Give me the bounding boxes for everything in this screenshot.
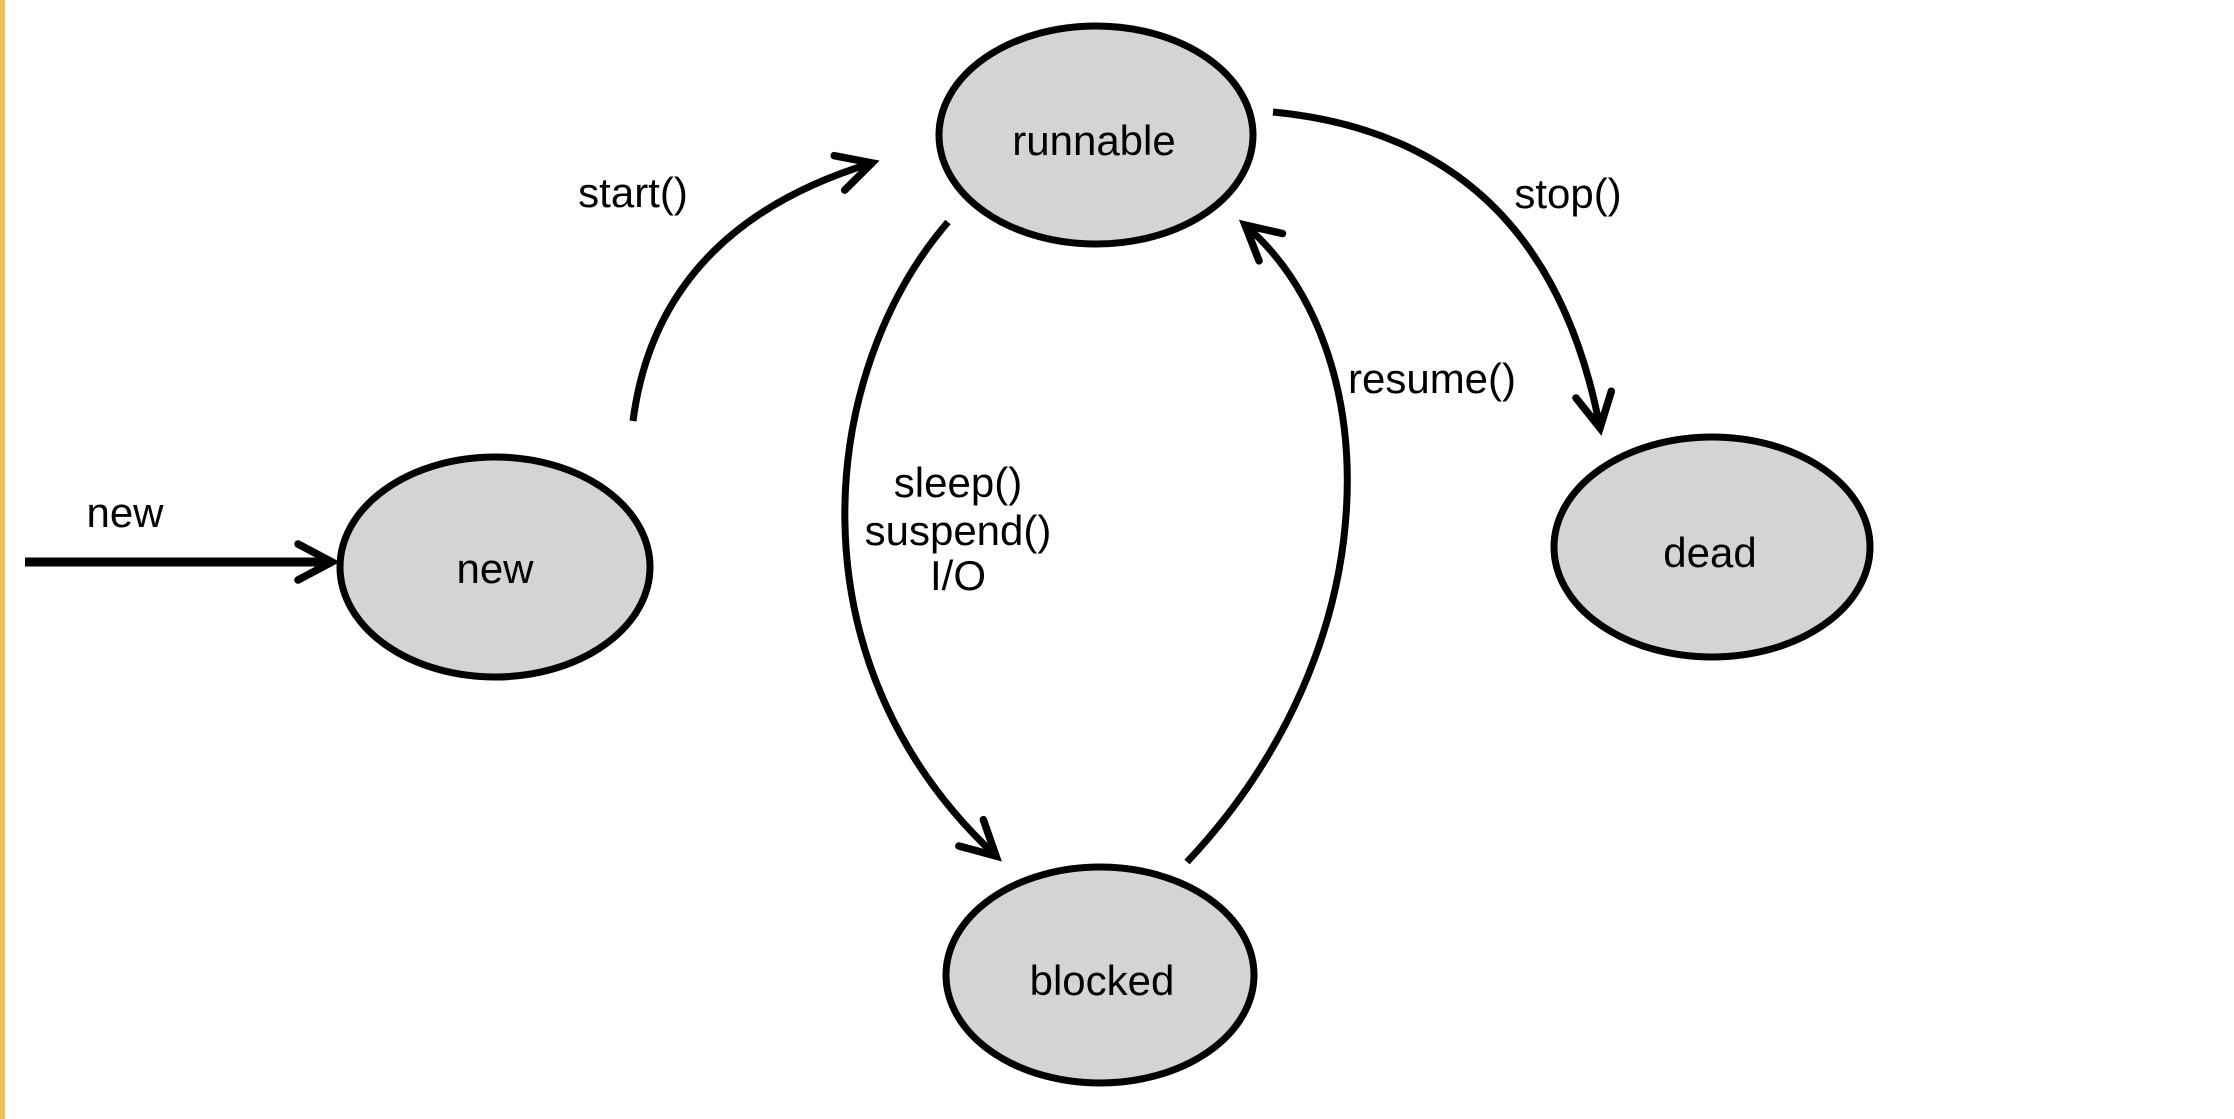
transition-start-label: start() [578,169,688,216]
state-runnable-label: runnable [1012,117,1175,164]
transition-stop-arrow [1272,108,1616,436]
state-dead-ellipse [1550,433,1874,661]
state-blocked-ellipse [942,863,1258,1087]
transition-resume-arrow [1184,219,1351,865]
transition-resume-label: resume() [1348,355,1516,402]
state-new-ellipse [336,453,654,681]
transition-block-label-line1: sleep() [894,459,1022,506]
transition-entry-label: new [86,489,164,536]
state-dead-label: dead [1663,529,1756,576]
state-runnable-ellipse [935,22,1257,248]
transition-stop-label: stop() [1514,170,1621,217]
state-new-label: new [456,545,534,592]
transition-block-label-line2: suspend() [865,507,1052,554]
slide-accent-bar [0,0,5,1119]
transition-block-arrow [841,219,1002,862]
transition-block-label-line3: I/O [930,552,986,599]
state-blocked-label: blocked [1030,957,1175,1004]
transition-start-arrow [629,151,880,422]
